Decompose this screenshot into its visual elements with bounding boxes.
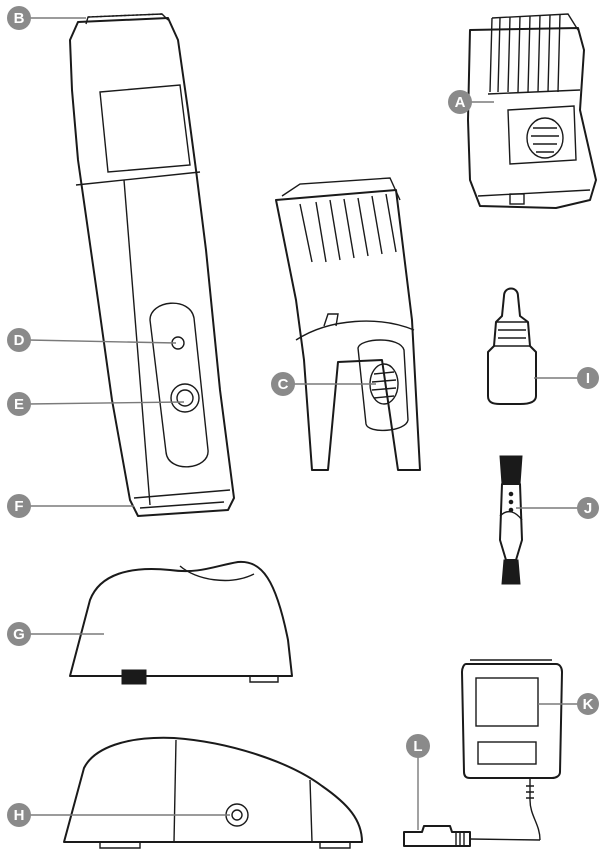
callout-i: I	[577, 367, 599, 389]
callout-label-h: H	[14, 807, 25, 824]
callout-label-a: A	[455, 94, 466, 111]
oil-bottle-i-drawing	[488, 289, 536, 405]
callout-label-b: B	[14, 10, 25, 27]
callout-g: G	[7, 622, 31, 646]
charging-stand-side-h-drawing	[64, 738, 362, 848]
cleaning-brush-j-drawing	[500, 456, 522, 584]
callout-label-j: J	[584, 500, 592, 517]
trimmer-body-drawing	[70, 14, 234, 516]
charging-stand-front-g-drawing	[70, 562, 292, 684]
callout-label-f: F	[14, 498, 23, 515]
callout-label-k: K	[583, 696, 594, 713]
callout-label-l: L	[413, 738, 422, 755]
callout-b: B	[7, 6, 31, 30]
callout-l: L	[406, 734, 430, 758]
callout-a: A	[448, 90, 472, 114]
callout-label-e: E	[14, 396, 24, 413]
callout-f: F	[7, 494, 31, 518]
callout-c: C	[271, 372, 295, 396]
power-adapter-k-drawing	[462, 660, 562, 840]
comb-attachment-a-drawing	[468, 14, 596, 208]
callout-label-d: D	[14, 332, 25, 349]
dc-plug-l-drawing	[404, 826, 540, 846]
trimmer-with-comb-c-drawing	[276, 178, 420, 470]
callout-d: D	[7, 328, 31, 352]
callout-k: K	[577, 693, 599, 715]
callout-h: H	[7, 803, 31, 827]
callout-label-g: G	[13, 626, 25, 643]
callout-e: E	[7, 392, 31, 416]
callout-label-c: C	[278, 376, 289, 393]
callout-j: J	[577, 497, 599, 519]
callout-label-i: I	[586, 370, 590, 387]
